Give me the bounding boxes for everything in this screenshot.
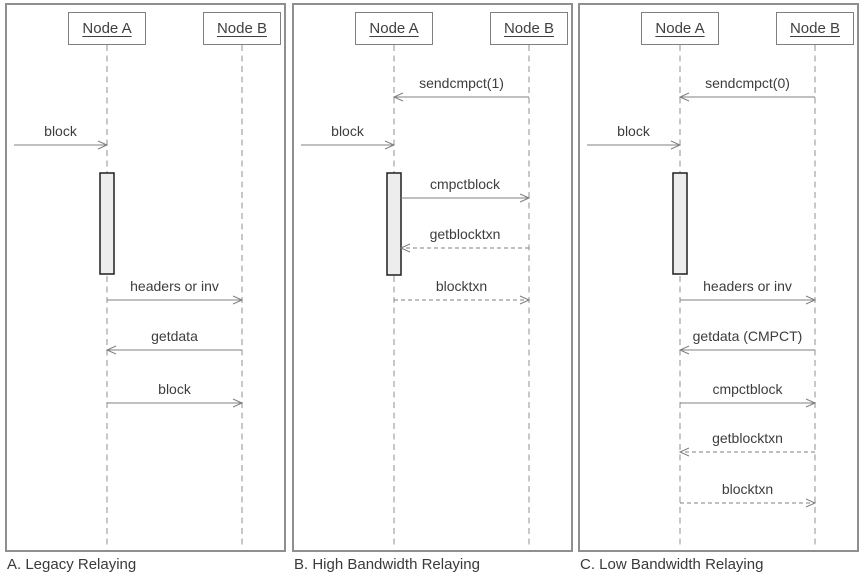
message-label: headers or inv [130,278,219,294]
message-label: blocktxn [435,278,488,294]
node-box-b: Node B [490,12,568,45]
node-box-a: Node A [68,12,146,45]
arrowhead-icon [97,140,109,150]
panel-caption: A. Legacy Relaying [7,556,137,573]
node-label: Node B [503,20,555,37]
arrowhead-icon [105,345,117,355]
node-box-a: Node A [355,12,433,45]
message-label: block [617,123,650,139]
message-label: cmpctblock [429,176,501,192]
arrowhead-icon [678,345,690,355]
arrowhead-icon [670,140,682,150]
node-box-a: Node A [641,12,719,45]
message-label: block [331,123,364,139]
message-label: cmpctblock [712,381,783,397]
node-box-b: Node B [776,12,854,45]
panel-frame [292,3,573,552]
message-label: getdata [151,328,198,344]
arrowhead-icon [805,498,817,508]
panel-caption: C. Low Bandwidth Relaying [580,556,764,573]
message-label: block [44,123,77,139]
arrowhead-icon [232,398,244,408]
message-label: block [158,381,191,397]
node-label: Node B [216,20,268,37]
arrowhead-icon [678,92,690,102]
arrowhead-icon [519,193,531,203]
arrowhead-icon [805,398,817,408]
arrowhead-icon [678,447,690,457]
arrowhead-icon [392,92,404,102]
node-label: Node A [655,20,705,37]
node-label: Node A [369,20,419,37]
activation-bar [99,172,115,275]
arrowhead-icon [519,295,531,305]
message-label: getblocktxn [712,430,783,446]
sequence-panel-2: sendcmpct(1) block cmpctblock getblocktxn bl… [292,3,573,552]
message-label: getdata (CMPCT) [692,328,803,344]
sequence-panel-3: sendcmpct(0) block headers or inv getdata (… [578,3,859,552]
activation-bar [672,172,688,275]
arrowhead-icon [232,295,244,305]
panel-frame [5,3,286,552]
panel-frame [578,3,859,552]
message-label: headers or inv [703,278,792,294]
panel-canvas [578,3,859,552]
arrowhead-icon [399,243,411,253]
node-label: Node A [82,20,132,37]
node-label: Node B [789,20,841,37]
message-label: blocktxn [721,481,774,497]
message-label: sendcmpct(0) [705,75,790,91]
arrowhead-icon [384,140,396,150]
message-label: sendcmpct(1) [419,75,504,91]
activation-bar [386,172,402,276]
panel-canvas [292,3,573,552]
sequence-panel-1: block headers or inv getdata block Node A Nod… [5,3,286,552]
node-box-b: Node B [203,12,281,45]
arrowhead-icon [805,295,817,305]
message-label: getblocktxn [429,226,501,242]
panel-canvas [5,3,286,552]
panel-caption: B. High Bandwidth Relaying [294,556,480,573]
